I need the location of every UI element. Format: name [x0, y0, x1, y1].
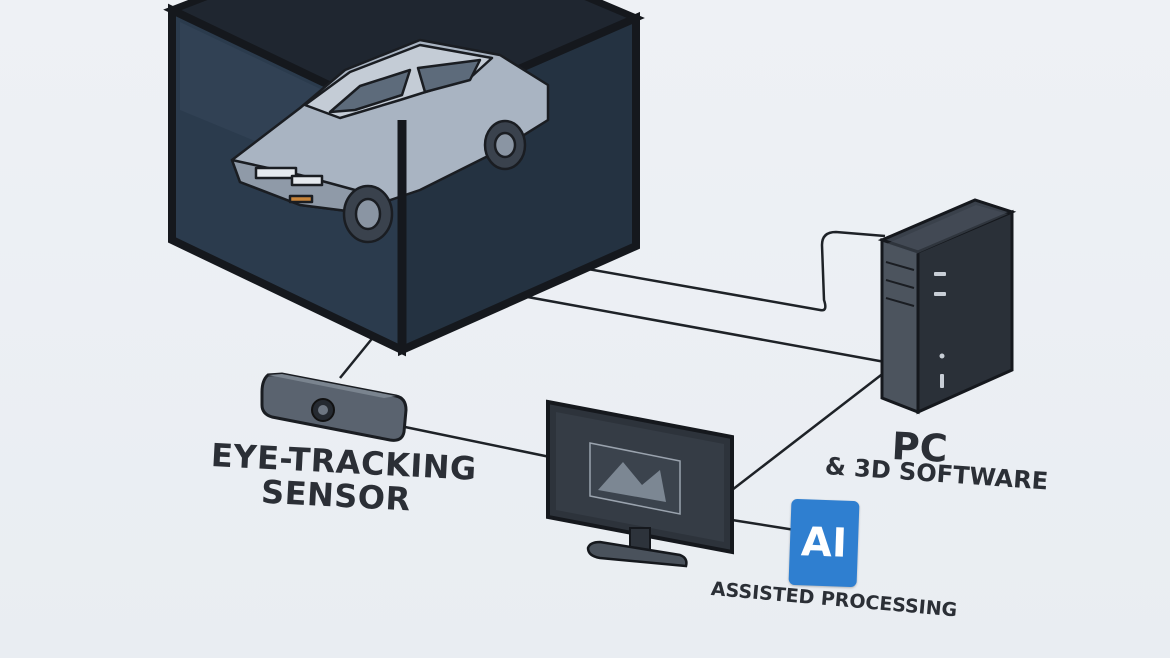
cable-sensor-to-monitor: [404, 425, 551, 459]
cable-monitor-to-pc: [731, 371, 886, 491]
cable-display-to-sensor: [339, 334, 376, 379]
holographic-display-cube: [163, 0, 645, 357]
pc-tower: [877, 198, 1017, 415]
eye-tracking-sensor: [260, 372, 408, 442]
cable-display-to-pc-lower: [499, 290, 886, 364]
monitor: [546, 399, 734, 568]
eye-tracking-sensor-label: EYE-TRACKING SENSOR: [208, 436, 478, 520]
ai-badge-icon: AI: [788, 498, 860, 588]
cable-monitor-to-ai: [731, 518, 796, 532]
car-model: [230, 38, 550, 244]
cable-display-to-pc: [547, 230, 886, 312]
connection-cables: [339, 230, 886, 532]
